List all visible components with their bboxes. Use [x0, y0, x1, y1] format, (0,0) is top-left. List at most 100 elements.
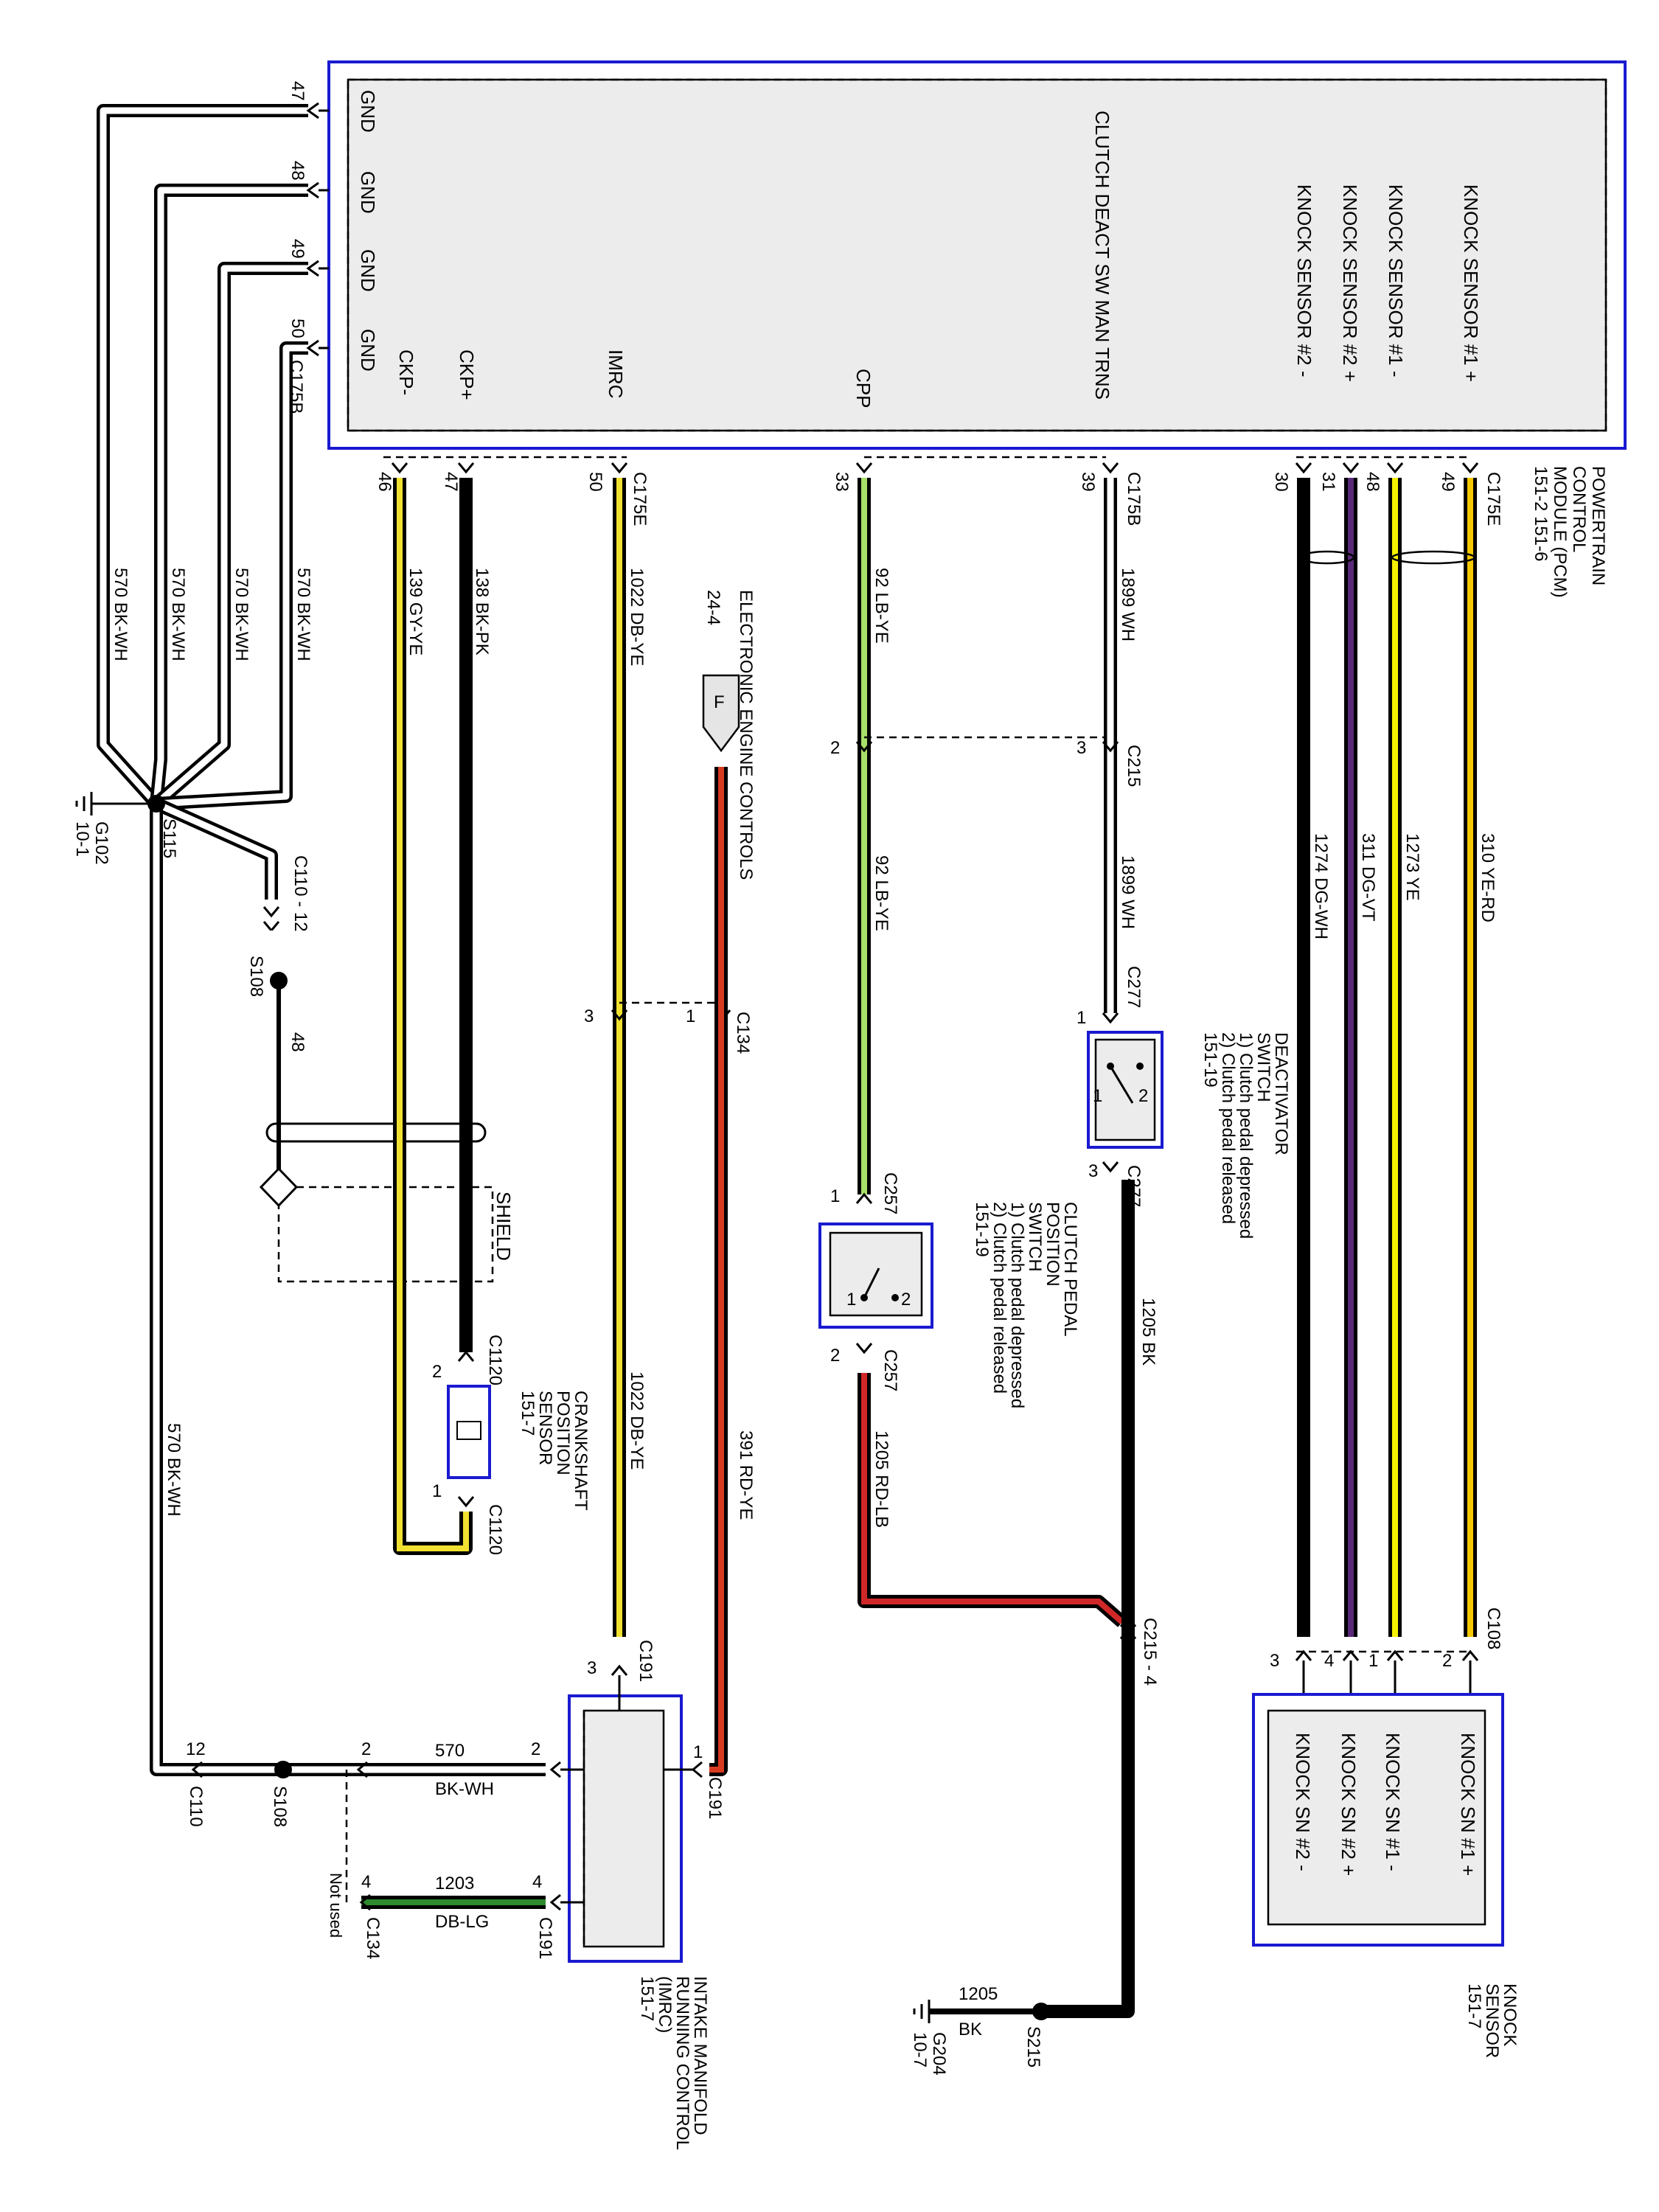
- s108-bottom-splice: [274, 1761, 292, 1778]
- deact-wires: 39 C175B 1899 WH 3 C215 1899 WH: [1077, 462, 1144, 1013]
- svg-text:C134: C134: [733, 1012, 753, 1054]
- svg-text:48: 48: [288, 161, 307, 181]
- svg-text:151-7: 151-7: [637, 1976, 657, 2021]
- pcm-module: [327, 60, 1627, 450]
- svg-text:50: 50: [288, 319, 307, 338]
- g102-ground-icon: G102 10-1: [72, 792, 111, 865]
- svg-text:KNOCK SN #1 -: KNOCK SN #1 -: [1382, 1733, 1404, 1871]
- svg-text:SENSOR: SENSOR: [1482, 1983, 1502, 2058]
- svg-text:SENSOR: SENSOR: [535, 1391, 555, 1465]
- svg-text:3: 3: [587, 1658, 597, 1678]
- wire-gy-ye: [397, 478, 469, 1551]
- s115-splice: S115: [147, 795, 179, 858]
- c110-12-connector: C110 - 12 S108 48: [246, 855, 310, 1180]
- svg-text:MODULE (PCM): MODULE (PCM): [1550, 466, 1570, 598]
- svg-text:2) Clutch pedal released: 2) Clutch pedal released: [990, 1202, 1009, 1394]
- svg-text:ELECTRONIC ENGINE CONTROLS: ELECTRONIC ENGINE CONTROLS: [736, 590, 756, 880]
- deact-out-wire: 1205 BK C215 - 4 S215 1205 BK G204 10-7: [910, 1180, 1160, 2076]
- svg-text:C175E: C175E: [1484, 472, 1503, 526]
- svg-text:92 LB-YE: 92 LB-YE: [872, 568, 891, 644]
- svg-text:151-2 151-6: 151-2 151-6: [1531, 466, 1551, 561]
- deactivator-switch: 1 C277 1 2 3 C277 DEACTIVATOR SWITCH 1) …: [1077, 966, 1291, 1239]
- pin-label-ks2-plus: KNOCK SENSOR #2 +: [1339, 184, 1361, 382]
- svg-text:C215 - 4: C215 - 4: [1140, 1618, 1160, 1686]
- svg-text:1: 1: [693, 1742, 703, 1762]
- svg-text:1: 1: [830, 1186, 840, 1206]
- svg-text:4: 4: [361, 1872, 371, 1892]
- svg-text:1899 WH: 1899 WH: [1118, 855, 1138, 929]
- svg-text:BK: BK: [959, 2020, 982, 2039]
- svg-text:C175E: C175E: [630, 472, 650, 526]
- svg-text:10-1: 10-1: [72, 821, 92, 857]
- svg-text:C257: C257: [880, 1349, 900, 1391]
- pin-label-ckp-minus: CKP-: [395, 349, 417, 395]
- svg-text:49: 49: [1438, 472, 1458, 492]
- cpp-wires: 33 92 LB-YE 2 92 LB-YE: [830, 456, 1113, 1194]
- svg-text:1205 BK: 1205 BK: [1138, 1298, 1158, 1366]
- pcm-pin-labels: GND GND GND GND CKP- CKP+ IMRC CPP CLUTC…: [357, 90, 1482, 408]
- svg-text:C175B: C175B: [286, 360, 306, 414]
- svg-text:1203: 1203: [435, 1874, 474, 1893]
- svg-text:92 LB-YE: 92 LB-YE: [872, 855, 891, 931]
- svg-text:1) Clutch pedal depressed: 1) Clutch pedal depressed: [1236, 1032, 1256, 1239]
- svg-text:47: 47: [288, 81, 307, 101]
- ckp-sensor: C1120 C1120 2 1 CRANKSHAFT POSITION SENS…: [432, 1335, 591, 1555]
- svg-text:G102: G102: [91, 821, 111, 865]
- svg-text:151-19: 151-19: [1200, 1032, 1220, 1088]
- svg-text:47: 47: [441, 472, 461, 492]
- svg-text:1: 1: [1093, 1086, 1102, 1106]
- svg-text:12: 12: [186, 1739, 206, 1759]
- pin-label-ckp-plus: CKP+: [456, 349, 478, 400]
- gnd-connectors: [306, 102, 329, 357]
- svg-text:570 BK-WH: 570 BK-WH: [164, 1423, 184, 1517]
- svg-text:151-7: 151-7: [518, 1391, 538, 1436]
- svg-text:C1120: C1120: [485, 1504, 505, 1555]
- svg-text:311 DG-VT: 311 DG-VT: [1358, 833, 1378, 922]
- svg-text:570 BK-WH: 570 BK-WH: [111, 568, 131, 661]
- pin-label-ks1-minus: KNOCK SENSOR #1 -: [1385, 184, 1407, 378]
- svg-text:10-7: 10-7: [910, 2032, 930, 2067]
- pin-label-gnd-1: GND: [357, 90, 379, 133]
- svg-text:KNOCK SN #2 -: KNOCK SN #2 -: [1292, 1733, 1314, 1871]
- svg-text:C110 - 12: C110 - 12: [291, 855, 310, 932]
- knock-wires: 30 31 48 49 C175E 1274 DG-WH 311 DG-VT 1…: [1270, 456, 1503, 1711]
- knock-sensor: KNOCK SN #2 - KNOCK SN #2 + KNOCK SN #1 …: [1252, 1693, 1520, 2058]
- svg-text:4: 4: [532, 1872, 542, 1892]
- wire-rd-ye: [709, 767, 724, 1773]
- pin-label-gnd-2: GND: [357, 171, 379, 214]
- pin-label-ks2-minus: KNOCK SENSOR #2 -: [1293, 184, 1315, 378]
- svg-text:2: 2: [830, 738, 840, 758]
- svg-text:1: 1: [1077, 1008, 1086, 1028]
- wire-rd-lb: [861, 1373, 1124, 1625]
- svg-text:F: F: [714, 692, 725, 712]
- svg-text:CLUTCH PEDAL: CLUTCH PEDAL: [1060, 1202, 1080, 1337]
- svg-text:POSITION: POSITION: [1043, 1202, 1062, 1287]
- svg-text:C215: C215: [1124, 745, 1144, 787]
- svg-text:C191: C191: [705, 1777, 725, 1819]
- svg-text:CONTROL: CONTROL: [1569, 466, 1589, 552]
- svg-text:SWITCH: SWITCH: [1253, 1032, 1273, 1102]
- svg-text:1: 1: [1368, 1651, 1378, 1671]
- svg-text:139 GY-YE: 139 GY-YE: [406, 568, 425, 655]
- svg-text:C134: C134: [363, 1917, 383, 1959]
- svg-text:33: 33: [832, 472, 852, 492]
- svg-text:3: 3: [1088, 1161, 1098, 1181]
- svg-text:570 BK-WH: 570 BK-WH: [232, 568, 251, 661]
- svg-text:C277: C277: [1124, 966, 1144, 1008]
- svg-text:570 BK-WH: 570 BK-WH: [293, 568, 313, 661]
- svg-text:INTAKE MANIFOLD: INTAKE MANIFOLD: [690, 1976, 710, 2135]
- svg-text:2: 2: [361, 1739, 371, 1759]
- svg-text:49: 49: [288, 239, 307, 259]
- svg-text:(IMRC): (IMRC): [655, 1976, 675, 2033]
- svg-text:DB-LG: DB-LG: [435, 1912, 489, 1932]
- gnd-wire-labels: 570 BK-WH 570 BK-WH 570 BK-WH 570 BK-WH …: [111, 568, 313, 1517]
- svg-text:570 BK-WH: 570 BK-WH: [168, 568, 188, 661]
- svg-text:50: 50: [585, 472, 605, 492]
- svg-text:BK-WH: BK-WH: [435, 1779, 494, 1799]
- ckp-pcm-connectors: 46 47: [375, 456, 627, 492]
- svg-text:S215: S215: [1023, 2026, 1043, 2067]
- pin-label-clutch-deact: CLUTCH DEACT SW MAN TRNS: [1091, 111, 1113, 400]
- svg-text:138 BK-PK: 138 BK-PK: [472, 568, 492, 655]
- ckp-wires: 139 GY-YE 138 BK-PK: [393, 478, 492, 1555]
